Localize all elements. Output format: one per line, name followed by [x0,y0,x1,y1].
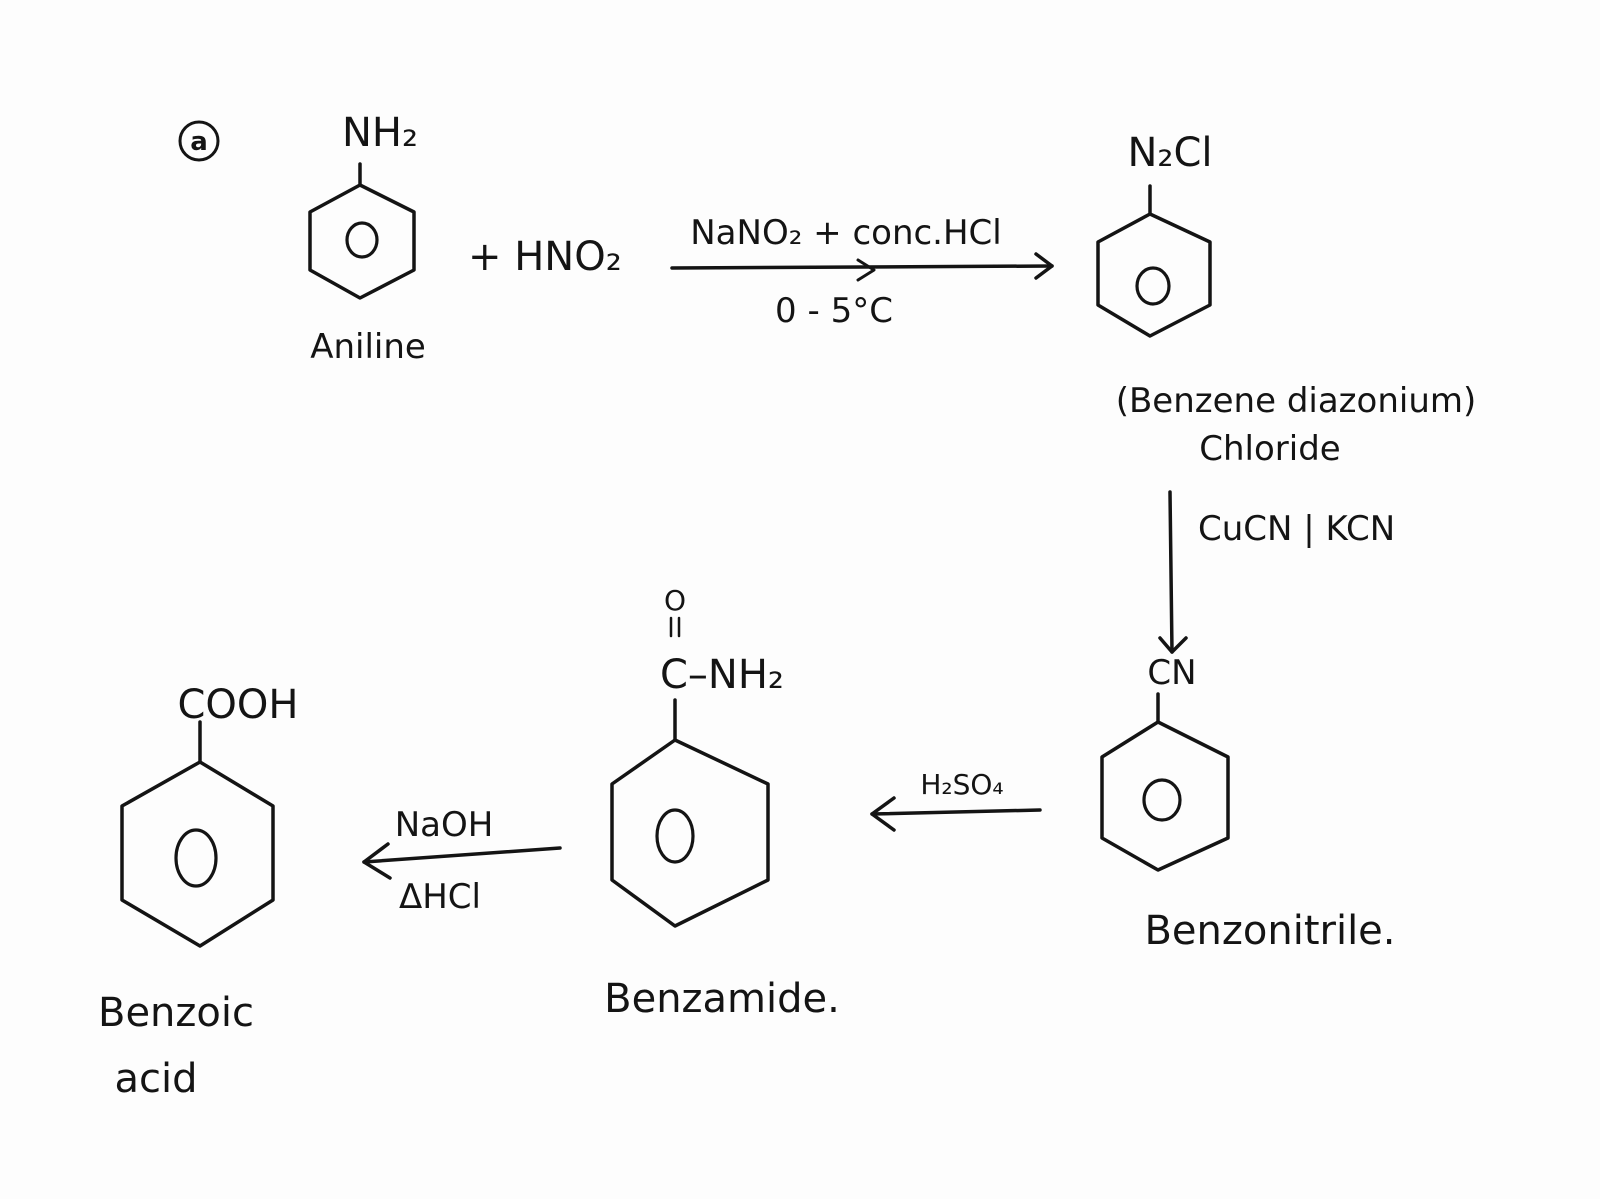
diazonium-benzene-ring [1096,212,1212,338]
benzamide-structure: O C–NH₂ Benzamide. [604,584,840,1022]
benzamide-substituent-label: C–NH₂ [660,652,784,698]
benzoic-acid-name-line2-label: acid [114,1056,197,1102]
step4-reagent-label: NaOH [395,805,494,845]
diazonium-structure: N₂Cl (Benzene diazonium) Chloride [1096,130,1477,469]
benzonitrile-substituent-label: CN [1147,653,1196,693]
step3-reagent-label: H₂SO₄ [920,768,1003,801]
aniline-structure: NH₂ Aniline [308,110,426,367]
step1-reagent-label: NaNO₂ + conc.HCl [690,213,1002,253]
diazonium-substituent-label: N₂Cl [1128,130,1213,176]
benzoic-acid-structure: COOH Benzoic acid [98,682,298,1102]
question-marker: a [178,120,220,162]
benzoic-acid-substituent-label: COOH [178,682,299,728]
benzonitrile-name-label: Benzonitrile. [1144,908,1395,954]
step2-reaction-arrow [1158,490,1188,654]
step2-reagent-label: CuCN | KCN [1198,509,1395,549]
aniline-substituent-label: NH₂ [342,110,418,156]
benzamide-carbonyl-oxygen-label: O [664,584,686,617]
diazonium-name-line2-label: Chloride [1199,429,1340,469]
step3-reaction-arrow [870,796,1042,832]
benzamide-aromatic-circle [655,808,695,864]
benzonitrile-benzene-ring [1100,720,1230,872]
benzamide-benzene-ring [610,738,770,928]
diazonium-aromatic-circle [1135,266,1171,306]
step4-reaction-arrow [362,842,562,880]
question-marker-label: a [190,127,208,157]
benzoic-acid-benzene-ring [120,760,275,948]
aniline-aromatic-circle [345,221,379,259]
nitrous-acid-reactant-label: + HNO₂ [468,234,622,280]
aniline-benzene-ring [308,183,416,300]
benzoic-acid-aromatic-circle [174,828,218,888]
diazonium-name-label: (Benzene diazonium) [1116,381,1477,421]
benzonitrile-structure: CN Benzonitrile. [1100,653,1396,954]
step1-reaction-arrow [670,252,1054,282]
benzonitrile-aromatic-circle [1142,778,1182,822]
aniline-name-label: Aniline [310,327,426,367]
step1-condition-label: 0 - 5°C [775,291,893,331]
benzamide-name-label: Benzamide. [604,976,840,1022]
step4-condition-label: ΔHCl [399,877,481,917]
benzoic-acid-name-label: Benzoic [98,990,254,1036]
